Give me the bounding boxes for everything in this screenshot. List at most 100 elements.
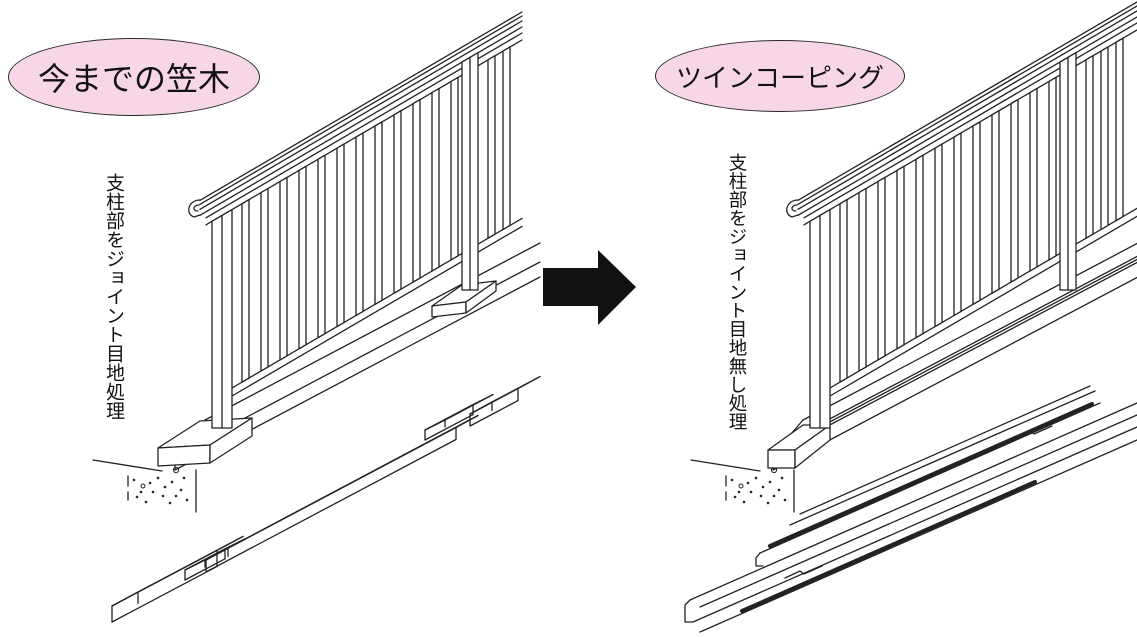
baluster xyxy=(1085,55,1094,239)
baluster xyxy=(1029,87,1038,272)
concrete-stipple xyxy=(161,494,165,498)
coping-back-edge xyxy=(802,242,1137,421)
concrete-stipple xyxy=(135,495,139,499)
coping-front-bottom-edge xyxy=(772,276,1137,471)
handrail-line xyxy=(199,11,523,201)
upper-strip-edge xyxy=(759,402,1101,554)
lower-strip-end-profile xyxy=(684,599,694,623)
concrete-stipple xyxy=(780,476,784,480)
joint-cap-front xyxy=(157,444,211,467)
baluster xyxy=(450,76,459,261)
conventional-coping-title: 今までの笠木 xyxy=(37,60,230,98)
lower-strip-notch xyxy=(784,565,823,579)
concrete-stipple xyxy=(144,500,148,504)
joint-cover-piece-lip-edge xyxy=(424,413,474,441)
concrete-stipple xyxy=(754,476,758,480)
concrete-stipple xyxy=(783,498,787,502)
lower-strip-edge xyxy=(699,439,1137,633)
twin-coping-label: ツインコーピング xyxy=(655,40,905,112)
baluster xyxy=(412,98,421,283)
bottom-rail-line xyxy=(829,215,1137,397)
joint-cover-piece-end-profile xyxy=(472,393,494,416)
ground-line xyxy=(690,459,761,472)
coping-piece-far-lip-edge xyxy=(469,399,519,427)
upper-strip-end-profile xyxy=(755,552,764,567)
concrete-stipple xyxy=(185,498,189,502)
lower-strip-edge xyxy=(699,414,1137,608)
concrete-aggregate xyxy=(738,483,744,489)
concrete-stipple xyxy=(156,476,160,480)
concrete-stipple xyxy=(737,490,741,494)
coping-piece-long-end-profile xyxy=(455,414,479,441)
concrete-aggregate xyxy=(140,483,146,489)
handrail-line xyxy=(797,1,1137,201)
baluster xyxy=(839,199,848,383)
arrow-right-icon xyxy=(543,250,636,325)
concrete-stipple xyxy=(777,488,781,492)
coping-groove-line xyxy=(789,258,1137,444)
upper-joint-strip xyxy=(768,402,1094,548)
handrail-line xyxy=(199,15,523,205)
twin-coping-joint-note: 支柱部をジョイント目地無し処理 xyxy=(726,153,747,431)
baluster xyxy=(953,132,962,317)
concrete-stipple xyxy=(759,494,763,498)
coping-piece-long-lip-edge xyxy=(205,438,457,573)
end-block-side xyxy=(794,424,831,469)
baluster xyxy=(431,87,440,272)
baluster xyxy=(915,154,924,339)
handrail-line xyxy=(797,10,1137,210)
lower-strip-edge xyxy=(692,426,1137,623)
baluster xyxy=(877,176,886,361)
coping-piece-end-end-profile xyxy=(111,591,139,623)
concrete-stipple xyxy=(746,481,750,485)
concrete-stipple xyxy=(174,494,178,498)
baluster xyxy=(374,121,383,305)
baluster xyxy=(355,132,364,317)
baluster xyxy=(991,110,1000,294)
coping-piece-long-fold-edge xyxy=(205,426,457,561)
baluster xyxy=(972,121,981,305)
lower-strip-edge xyxy=(689,402,1137,601)
concrete-aggregate xyxy=(172,466,180,474)
baluster xyxy=(1048,76,1057,261)
upper-strip-notch xyxy=(1014,425,1053,439)
handrail-line xyxy=(797,5,1137,205)
coping-piece-far-end-profile xyxy=(469,401,493,427)
baluster xyxy=(1115,37,1124,222)
concrete-stipple xyxy=(179,488,183,492)
joint-cover-piece-end-profile xyxy=(424,419,446,441)
handrail-line xyxy=(199,20,523,210)
baluster xyxy=(260,187,269,372)
joint-cover-piece-end-profile xyxy=(184,559,206,581)
baluster xyxy=(1010,98,1019,283)
baluster xyxy=(298,165,307,350)
ground-line xyxy=(92,459,163,472)
twin-coping-title: ツインコーピング xyxy=(675,63,884,94)
baluster xyxy=(279,176,288,361)
conventional-joint-note: 支柱部をジョイント目地処理 xyxy=(103,173,125,420)
joint-cover-piece-lip-edge xyxy=(184,558,226,581)
concrete-stipple xyxy=(768,480,772,484)
baluster xyxy=(934,143,943,328)
concrete-stipple xyxy=(730,478,734,482)
upper-strip-edge xyxy=(799,385,1091,515)
mid-rail-line xyxy=(803,22,1137,219)
end-block-front xyxy=(767,449,796,469)
concrete-stipple xyxy=(742,500,746,504)
baluster xyxy=(487,55,496,239)
joint-cap-side xyxy=(465,280,497,314)
lower-joint-strip xyxy=(740,480,1037,613)
baluster xyxy=(336,143,345,328)
concrete-stipple xyxy=(163,485,167,489)
coping-back-edge xyxy=(204,242,541,421)
coping-piece-far-end-profile xyxy=(517,375,541,402)
coping-piece-end-lip-edge xyxy=(111,565,218,623)
joint-cap-side xyxy=(209,417,253,464)
concrete-stipple xyxy=(749,490,753,494)
concrete-stipple xyxy=(132,478,136,482)
handrail-line xyxy=(797,16,1137,216)
twin-coping-exploded-parts xyxy=(684,385,1137,633)
concrete-stipple xyxy=(772,494,776,498)
